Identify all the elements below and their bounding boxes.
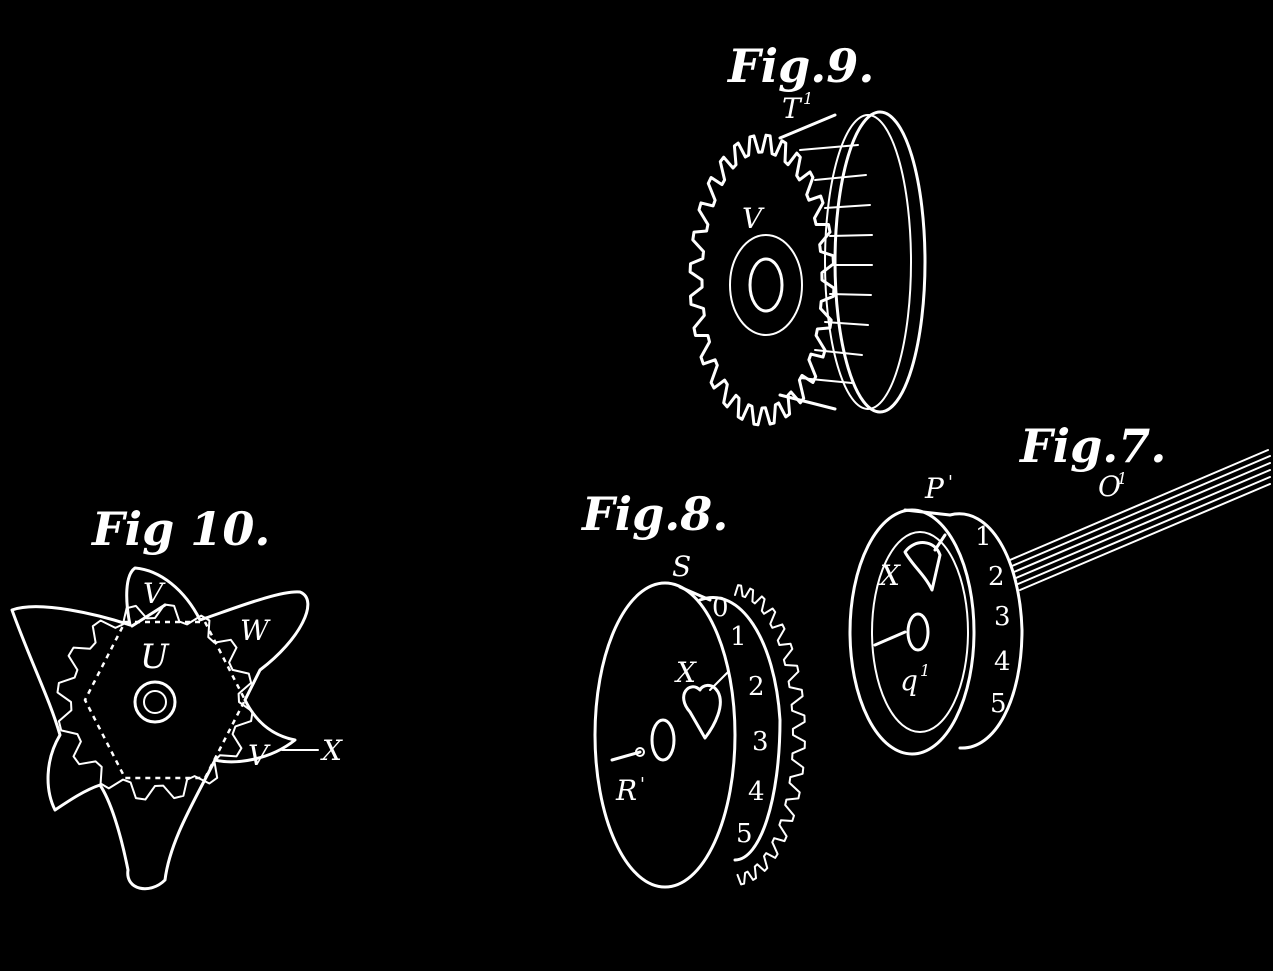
fig10-hub — [133, 680, 177, 724]
fig7-disc-edge-top — [903, 508, 952, 517]
fig7-number-ring — [948, 512, 1024, 750]
figure-7: Fig.7. P ' O 1 1 2 3 4 5 X — [848, 419, 1271, 756]
figure-10: Fig 10. V W U V X — [10, 502, 343, 891]
fig7-pawl-tip — [933, 533, 947, 552]
fig7-disc-inner-ring — [871, 531, 969, 733]
fig8-digit-3: 3 — [752, 727, 769, 757]
fig7-label-p-sup: ' — [948, 472, 953, 493]
figure-8: Fig.8. S 0 1 2 3 4 5 X R ' — [580, 487, 806, 889]
fig10-label-u: U — [140, 637, 170, 677]
figure-9: Fig.9. T 1 V — [688, 39, 927, 427]
fig7-center-hole — [906, 612, 930, 652]
fig7-digit-1: 1 — [975, 522, 992, 552]
fig7-digit-2: 2 — [988, 562, 1005, 592]
fig8-digit-2: 2 — [748, 672, 765, 702]
fig8-number-band — [698, 596, 782, 862]
fig9-title: Fig.9. — [726, 39, 874, 93]
fig7-shaft — [1009, 449, 1271, 591]
fig7-pin — [873, 630, 907, 647]
fig7-digit-3: 3 — [994, 602, 1011, 632]
fig8-pin-head — [635, 747, 645, 757]
fig9-label-t-sup: 1 — [803, 89, 813, 108]
fig9-spur-gear — [688, 133, 836, 427]
fig9-label-t: T — [782, 92, 803, 125]
fig10-star-wheel — [10, 566, 310, 891]
fig8-digit-4: 4 — [748, 777, 765, 807]
fig8-digit-column: 0 1 2 3 4 5 — [712, 593, 769, 849]
fig10-dashed-hexagon — [83, 620, 247, 780]
fig9-bore — [748, 257, 784, 313]
fig10-title: Fig 10. — [90, 502, 270, 556]
fig8-gear-rim — [734, 584, 806, 886]
fig7-title: Fig.7. — [1018, 419, 1166, 473]
fig8-title: Fig.8. — [580, 487, 728, 541]
fig8-label-s: S — [672, 550, 691, 583]
fig8-pawl-arm — [709, 671, 729, 691]
fig10-label-w: W — [240, 614, 271, 647]
fig9-label-v: V — [742, 202, 765, 235]
fig7-digit-4: 4 — [994, 647, 1011, 677]
fig8-label-r-sup: ' — [640, 774, 645, 795]
fig8-digit-5: 5 — [736, 819, 753, 849]
fig7-digit-column: 1 2 3 4 5 — [975, 522, 1011, 719]
fig8-disc-face — [593, 581, 737, 889]
fig10-label-x: X — [320, 734, 343, 767]
fig7-pawl — [903, 541, 942, 592]
fig7-label-o-sup: 1 — [1117, 469, 1127, 488]
fig7-label-o: O — [1098, 470, 1121, 503]
fig10-bore — [143, 690, 167, 714]
fig8-disc-edge-top — [678, 585, 712, 602]
fig8-center-hole — [650, 718, 676, 762]
fig10-label-v-right: V — [248, 739, 271, 772]
fig7-label-p: P — [924, 472, 945, 505]
fig7-digit-5: 5 — [990, 689, 1007, 719]
fig10-label-v-top: V — [143, 577, 166, 610]
fig7-label-x: X — [878, 559, 901, 592]
fig8-label-r: R — [615, 774, 637, 807]
fig8-digit-1: 1 — [730, 622, 747, 652]
fig9-hub — [729, 234, 803, 336]
fig8-heart-pawl — [682, 683, 722, 740]
fig7-label-q-sup: 1 — [920, 661, 930, 680]
fig8-digit-0: 0 — [712, 593, 729, 623]
fig8-label-x: X — [674, 656, 697, 689]
fig7-label-q: q — [900, 664, 918, 697]
